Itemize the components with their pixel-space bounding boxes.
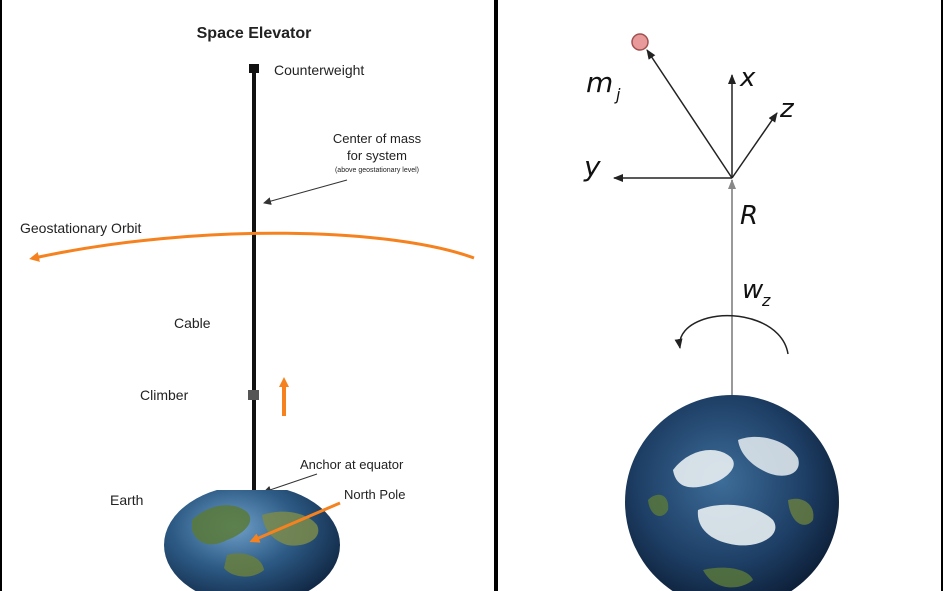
anchor-label: Anchor at equator [300, 457, 404, 472]
earth-label: Earth [110, 492, 143, 508]
climber-label: Climber [140, 387, 189, 403]
reference-frame-diagram: m j x z y R w z [583, 33, 839, 591]
earth-globe [164, 490, 340, 591]
space-elevator-diagram: Space Elevator Counterweight Center of m… [20, 25, 475, 591]
counterweight-block [249, 64, 259, 73]
cable-label: Cable [174, 315, 211, 331]
north-pole-label: North Pole [344, 487, 405, 502]
space-elevator-panel: Space Elevator Counterweight Center of m… [0, 0, 496, 591]
center-of-mass-pointer [263, 179, 348, 205]
reference-frame-panel: m j x z y R w z [496, 0, 943, 591]
earth-globe [625, 395, 839, 591]
climber-block [248, 390, 259, 400]
radius-label: R [740, 201, 758, 231]
mass-point [631, 33, 649, 51]
anchor-pointer [263, 473, 318, 494]
center-of-mass-label: Center of mass [333, 131, 422, 146]
rotation-arrow [674, 314, 789, 355]
y-axis-label: y [583, 150, 601, 183]
geostationary-orbit-label: Geostationary Orbit [20, 220, 141, 236]
center-of-mass-note: (above geostationary level) [335, 167, 419, 174]
diagram-title: Space Elevator [197, 25, 312, 42]
z-axis-label: z [779, 94, 795, 124]
counterweight-label: Counterweight [274, 62, 364, 78]
omega-label: w [742, 275, 764, 305]
mass-label-subscript: j [614, 85, 621, 104]
mass-vector [646, 49, 733, 179]
geostationary-orbit-arc [29, 231, 475, 262]
north-pole-pointer [249, 501, 341, 543]
x-axis-label: x [739, 63, 756, 93]
z-axis [731, 112, 778, 179]
mass-label: m [586, 66, 613, 99]
center-of-mass-label-2: for system [347, 148, 407, 163]
omega-label-subscript: z [761, 291, 771, 310]
